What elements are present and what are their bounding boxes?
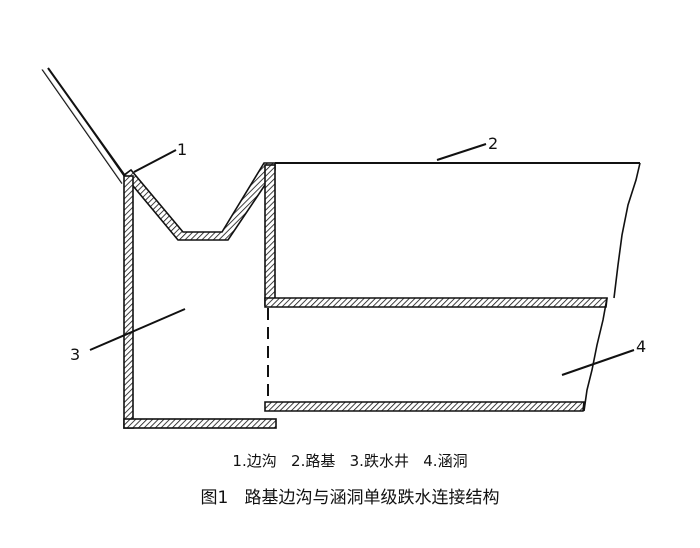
label-4: 4 bbox=[636, 337, 646, 356]
label-3: 3 bbox=[70, 345, 80, 364]
leader-lines bbox=[89, 143, 635, 376]
ground-slope bbox=[40, 67, 129, 186]
label-2: 2 bbox=[488, 134, 498, 153]
legend-text: 1.边沟 2.路基 3.跌水井 4.涵洞 bbox=[232, 452, 467, 470]
roadbed bbox=[275, 162, 641, 299]
leader-4 bbox=[561, 349, 635, 376]
figure-caption: 图1 路基边沟与涵洞单级跌水连接结构 bbox=[200, 488, 499, 508]
leader-2 bbox=[436, 143, 487, 161]
label-1: 1 bbox=[177, 140, 187, 159]
leader-1 bbox=[133, 149, 177, 173]
side-ditch bbox=[122, 162, 276, 241]
culvert bbox=[264, 297, 608, 412]
drop-well bbox=[123, 164, 277, 429]
leader-3 bbox=[89, 308, 186, 351]
